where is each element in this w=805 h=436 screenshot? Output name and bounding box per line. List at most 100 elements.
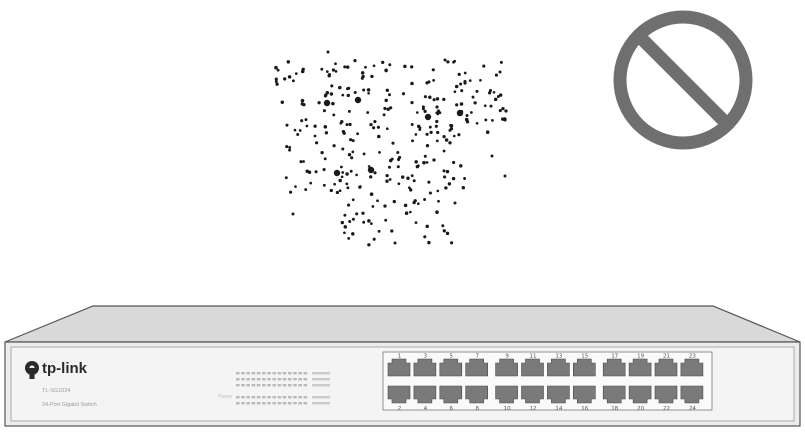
dust-particle (434, 124, 438, 128)
dust-particle (369, 175, 373, 179)
dust-particle (435, 119, 439, 124)
port-number-label: 24 (689, 406, 696, 412)
dust-particle (428, 125, 432, 129)
dust-particle (414, 133, 418, 136)
dust-particle (397, 182, 401, 186)
dust-particle (446, 60, 450, 64)
led-indicator (298, 378, 302, 381)
dust-particle (453, 90, 457, 94)
port-number-label: 1 (398, 354, 402, 360)
dust-particle (415, 164, 420, 169)
port-number-label: 4 (424, 406, 428, 412)
led-indicator (282, 372, 287, 375)
led-indicator (282, 384, 287, 387)
dust-particle (387, 165, 392, 169)
led-indicator (282, 402, 287, 405)
dust-particle (401, 92, 406, 96)
dust-particle (425, 144, 430, 148)
led-indicator (241, 378, 245, 381)
description-label: 24-Port Gigabit Switch (42, 402, 97, 408)
dust-particle (406, 176, 410, 181)
led-indicator (267, 384, 271, 387)
led-legend (312, 378, 330, 381)
dust-particle (490, 154, 494, 158)
dust-particle (338, 178, 342, 183)
dust-particle (320, 67, 324, 71)
dust-particle (355, 173, 358, 177)
dust-particle (396, 150, 400, 155)
dust-particle (340, 175, 344, 179)
network-switch: tp-link TL-SG1024 24-Port Gigabit Switch… (4, 305, 801, 427)
led-indicator (293, 372, 297, 375)
led-indicator (277, 396, 282, 399)
led-indicator (241, 396, 245, 399)
dust-particle (388, 93, 391, 97)
dust-particle (325, 70, 329, 73)
dust-particle (463, 80, 467, 84)
dust-particle (304, 188, 308, 192)
dust-particle (285, 145, 289, 149)
led-indicator (303, 402, 308, 405)
dust-particle (425, 224, 429, 229)
dust-particle (384, 218, 388, 222)
dust-particle (453, 201, 457, 205)
dust-particle (287, 75, 292, 79)
dust-particle (351, 139, 355, 143)
led-legend (312, 396, 330, 399)
port-number-label: 6 (450, 406, 454, 412)
dust-particle (351, 232, 355, 236)
dust-particle (366, 111, 370, 114)
dust-particle (388, 63, 392, 67)
dust-particle (377, 229, 381, 233)
dust-particle (473, 101, 477, 105)
rj45-port (628, 385, 652, 404)
dust-particle (410, 123, 414, 126)
dust-particle (479, 78, 482, 82)
dust-particle (333, 169, 341, 177)
led-indicator (272, 402, 276, 405)
dust-particle (362, 220, 366, 224)
led-indicator (246, 396, 250, 399)
dust-particle (322, 183, 326, 187)
dust-particle (445, 169, 450, 174)
dust-particle (373, 171, 377, 175)
dust-particle (347, 236, 351, 240)
dust-particle (427, 80, 431, 84)
dust-particle (423, 95, 427, 99)
dust-particle (385, 127, 389, 131)
dust-particle (367, 166, 375, 174)
dust-particle (361, 211, 365, 215)
dust-particle (350, 156, 354, 160)
dust-particle (504, 109, 508, 113)
dust-particle (364, 65, 367, 69)
port-number-label: 12 (530, 406, 537, 412)
dust-particle (384, 98, 388, 103)
dust-particle (345, 172, 349, 176)
dust-particle (381, 60, 385, 65)
port-number-label: 21 (663, 354, 670, 360)
dust-particle (441, 224, 445, 228)
dust-particle (351, 198, 355, 202)
dust-particle (455, 103, 459, 107)
dust-particle (332, 144, 336, 148)
dust-particle (349, 169, 353, 173)
dust-particle (457, 72, 461, 76)
dust-particle (385, 179, 389, 183)
dust-particle (452, 134, 456, 138)
led-indicator (298, 402, 302, 405)
dust-particle (304, 118, 308, 122)
dust-particle (325, 90, 330, 95)
dust-particle (330, 84, 334, 88)
dust-particle (314, 170, 318, 174)
dust-particle (331, 68, 336, 72)
dust-particle (423, 109, 427, 114)
dust-particle (338, 85, 342, 90)
dust-particle (345, 182, 349, 186)
dust-particle (425, 132, 429, 136)
dust-particle (414, 221, 418, 224)
dust-particle (367, 91, 370, 95)
dust-particle (322, 109, 326, 113)
led-indicator (288, 402, 292, 405)
dust-particle (300, 98, 305, 103)
switch-top-surface (4, 305, 801, 343)
